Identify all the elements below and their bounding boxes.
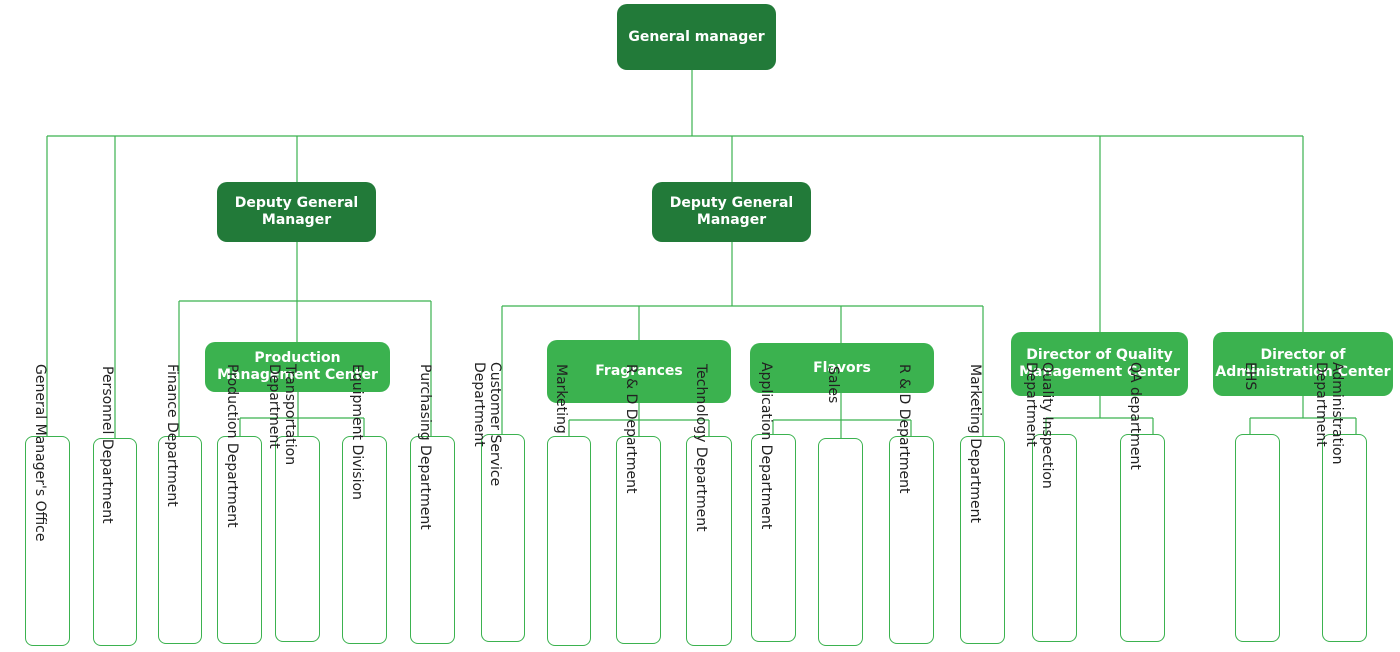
production-management-center-box: Production Management Center [205,342,390,392]
dept-purchasing: Purchasing Department [410,364,455,644]
dept-label: Customer Service Department [471,362,503,487]
dept-label: Application Department [757,362,774,530]
dept-sales: Sales [818,366,863,646]
dept-customer-service: Customer Service Department [471,362,525,642]
dept-label: Production Department [223,364,240,528]
dept-qa: QA department [1120,362,1165,642]
dept-label: QA department [1126,362,1143,470]
dept-label: R & D Department [622,364,639,494]
dept-label: General Manager's Office [31,364,48,542]
dept-label: Finance Department [164,364,180,507]
deputy-general-manager-2-box: Deputy General Manager [652,182,811,242]
dept-label: Sales [824,366,841,404]
dept-label: R & D Department [895,364,912,494]
dept-administration: Administration Department [1313,362,1367,642]
dept-rd-fragrances: R & D Department [616,364,661,644]
dept-label: Purchasing Department [416,364,433,530]
dept-application: Application Department [751,362,796,642]
dept-personnel: Personnel Department [93,366,137,646]
dept-equipment-division: Equipment Division [342,364,387,644]
quality-director-box: Director of Quality Management Center [1011,332,1188,396]
dept-marketing: Marketing [547,364,591,646]
dept-label: Administration Department [1312,362,1345,465]
dept-label: Personnel Department [99,366,115,524]
dept-label: Equipment Division [348,364,365,500]
fragrances-box: Fragrances [547,340,731,403]
general-manager-box: General manager [617,4,776,70]
dept-rd-flavors: R & D Department [889,364,934,644]
dept-label: Marketing [553,364,569,434]
dept-finance: Finance Department [158,364,202,644]
dept-production: Production Department [217,364,262,644]
dept-general-managers-office: General Manager's Office [25,364,70,646]
dept-transportation: Transportation Department [266,364,320,642]
dept-quality-inspection: Quality Inspection Department [1023,362,1077,642]
dept-marketing-department: Marketing Department [960,364,1005,644]
administration-director-box: Director of Administration Center [1213,332,1393,396]
flavors-box: Flavors [750,343,934,393]
dept-label: Marketing Department [966,364,983,523]
dept-label: Technology Department [693,364,709,532]
deputy-general-manager-1-box: Deputy General Manager [217,182,376,242]
dept-technology: Technology Department [686,364,732,646]
dept-ehs: EHS [1235,362,1280,642]
dept-label: EHS [1241,362,1258,391]
dept-label: Quality Inspection Department [1022,362,1055,489]
dept-label: Transportation Department [265,364,298,466]
